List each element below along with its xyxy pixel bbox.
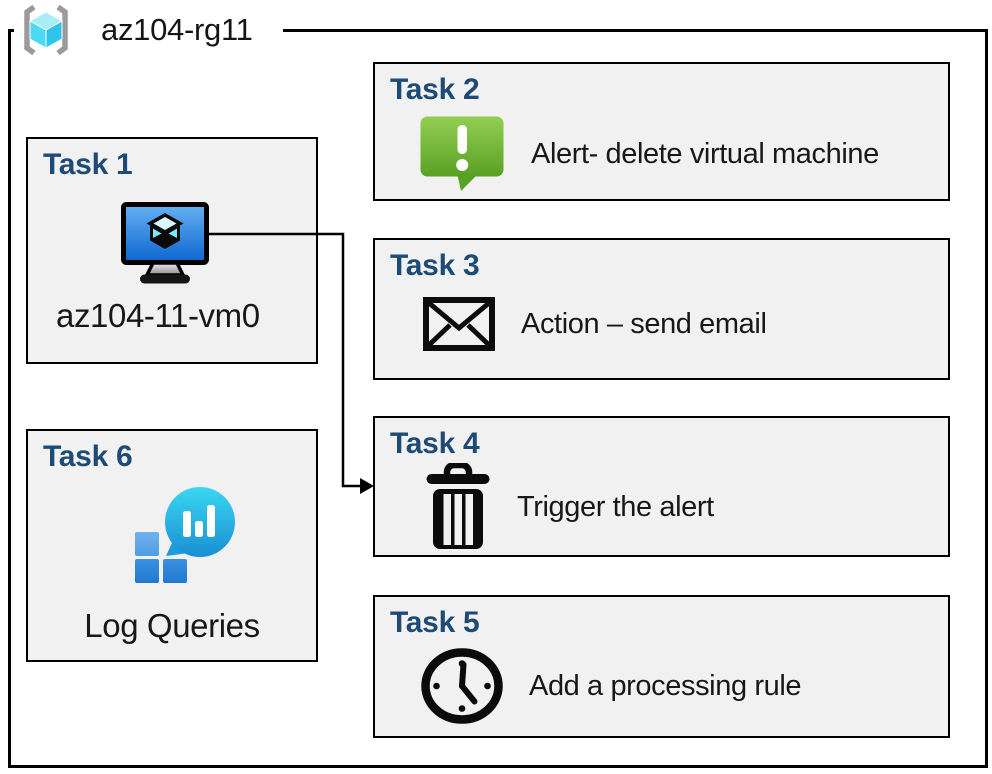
resource-group-title: az104-rg11	[101, 12, 253, 47]
task-3-box: Task 3 Action – send email	[373, 238, 950, 380]
resource-group-icon	[24, 4, 68, 56]
task-4-title: Task 4	[390, 427, 480, 460]
task-6-label: Log Queries	[84, 607, 260, 644]
task-3-label: Action – send email	[521, 307, 767, 340]
task-1-title: Task 1	[43, 148, 133, 181]
task-3-title: Task 3	[390, 249, 480, 282]
trash-can-icon	[426, 463, 490, 549]
task-4-label: Trigger the alert	[517, 490, 714, 523]
task-2-box: Task 2 Alert- delete virtual machine	[373, 62, 950, 201]
log-analytics-icon	[135, 487, 235, 583]
task-2-label: Alert- delete virtual machine	[531, 137, 879, 170]
task-6-box: Task 6 Log Queries	[26, 429, 318, 662]
alert-message-icon	[420, 116, 504, 191]
virtual-machine-icon	[121, 202, 209, 284]
resource-group-header: az104-rg11	[14, 3, 283, 57]
task-1-box: Task 1 az104-11-vm0	[26, 137, 318, 364]
task-2-title: Task 2	[390, 73, 480, 106]
task-1-label: az104-11-vm0	[56, 297, 260, 334]
task-5-title: Task 5	[390, 606, 480, 639]
task-4-box: Task 4 Trigger the alert	[373, 416, 950, 557]
resource-group-boundary	[8, 29, 988, 768]
clock-icon	[421, 648, 503, 724]
task-5-label: Add a processing rule	[529, 669, 802, 702]
task-6-title: Task 6	[43, 440, 133, 473]
email-envelope-icon	[423, 297, 495, 351]
task-5-box: Add a processing rule Task 5	[373, 595, 950, 738]
